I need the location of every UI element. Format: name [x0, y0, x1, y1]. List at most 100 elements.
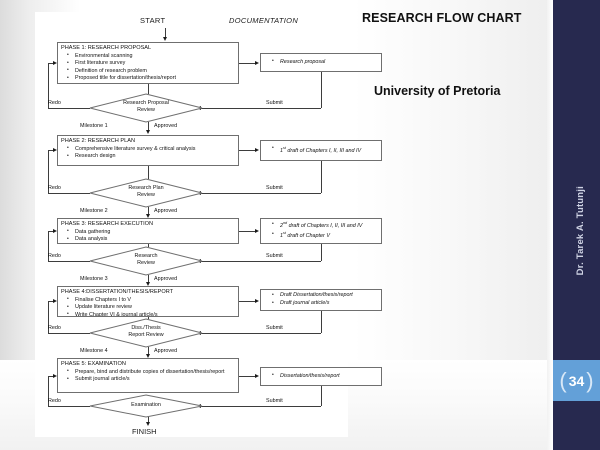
decision-diamond-3	[89, 246, 203, 276]
bracket-left: (	[559, 367, 567, 393]
flowchart: START DOCUMENTATION PHASE 1: RESEARCH PR…	[35, 12, 382, 437]
document-box-5: Dissertation/thesis/report	[260, 367, 382, 386]
connector-doc3-to-decision3	[201, 261, 321, 262]
connector-decision3-to-phase4	[148, 275, 149, 284]
milestone-label-4: Milestone 4	[80, 348, 108, 354]
connector-doc4-to-decision4	[201, 333, 321, 334]
arrowhead-decision2-to-phase3	[145, 214, 150, 218]
document-item: Dissertation/thesis/report	[264, 372, 378, 380]
decision-label-3: Research Review	[134, 253, 158, 266]
arrowhead-start-to-phase1	[162, 37, 167, 41]
decision-diamond-5	[89, 394, 203, 418]
arrowhead-redo1	[53, 60, 57, 65]
phase-box-5: PHASE 5: EXAMINATION Prepare, bind and d…	[57, 358, 239, 393]
decision-diamond-1	[89, 93, 203, 123]
edge-label-approved-3: Approved	[154, 276, 178, 282]
document-item: Research proposal	[264, 58, 378, 66]
connector-doc5-to-decision5	[201, 406, 321, 407]
connector-decision2-to-phase3	[148, 207, 149, 216]
phase-item: Definition of research problem	[61, 67, 235, 75]
arrowhead-decision1-to-phase2	[145, 130, 150, 134]
document-item: Draft Dissertation/thesis/report	[264, 292, 378, 299]
arrowhead-to-finish	[145, 422, 150, 426]
milestone-label-1: Milestone 1	[80, 123, 108, 129]
phase-title-5: PHASE 5: EXAMINATION	[61, 361, 126, 367]
flowchart-panel: START DOCUMENTATION PHASE 1: RESEARCH PR…	[35, 12, 382, 437]
edge-label-redo-2: Redo	[48, 185, 61, 191]
column-header-documentation: DOCUMENTATION	[229, 16, 299, 25]
document-item: 1st draft of Chapters I, II, III and IV	[264, 145, 378, 155]
decision-label-2: Research Plan Review	[128, 185, 164, 198]
decision-label-5: Examination	[131, 402, 161, 408]
edge-label-redo-4: Redo	[48, 325, 61, 331]
connector-redo5-v	[48, 376, 49, 406]
arrowhead-redo2	[53, 147, 57, 152]
phase-item: Research design	[61, 153, 235, 160]
connector-redo1-h	[48, 108, 90, 109]
page-subtitle: University of Pretoria	[374, 84, 501, 98]
decision-diamond-2	[89, 178, 203, 208]
terminator-finish: FINISH	[132, 427, 157, 436]
connector-doc1-down	[321, 72, 322, 108]
arrowhead-redo3	[53, 228, 57, 233]
edge-label-redo-3: Redo	[48, 253, 61, 259]
page-number-badge: ( 34 )	[553, 360, 600, 401]
connector-decision5-to-finish	[148, 417, 149, 424]
sidebar-gap	[547, 0, 553, 450]
arrowhead-phase2-to-doc2	[255, 147, 259, 152]
phase-item: Proposed title for dissertation/thesis/r…	[61, 75, 235, 82]
arrowhead-phase3-to-doc3	[255, 228, 259, 233]
connector-redo2-h	[48, 193, 90, 194]
edge-label-submit-4: Submit	[266, 325, 283, 331]
connector-start-to-phase1	[165, 28, 166, 38]
connector-decision1-to-phase2	[148, 122, 149, 132]
arrowhead-decision4-to-phase5	[145, 354, 150, 358]
phase-title-2: PHASE 2: RESEARCH PLAN	[61, 138, 135, 144]
document-box-2: 1st draft of Chapters I, II, III and IV	[260, 140, 382, 161]
arrowhead-redo4	[53, 298, 57, 303]
edge-label-approved-1: Approved	[154, 123, 178, 129]
author-name: Dr. Tarek A. Tutunji	[575, 186, 586, 276]
connector-phase3-to-decision3	[148, 244, 149, 247]
document-item: 1st draft of Chapter V	[264, 230, 378, 240]
connector-doc1-to-decision1	[201, 108, 321, 109]
phase-box-1: PHASE 1: RESEARCH PROPOSAL Environmental…	[57, 42, 239, 84]
phase-item: First literature survey	[61, 60, 235, 67]
connector-phase4-to-doc4	[239, 301, 256, 302]
connector-phase4-to-decision4	[148, 317, 149, 319]
phase-item: Data analysis	[61, 236, 235, 243]
page-number: 34	[568, 372, 585, 389]
decision-label-4: Diss./Thesis Report Review	[128, 325, 164, 338]
connector-phase1-to-doc1	[239, 63, 256, 64]
phase-item: Comprehensive literature survey & critic…	[61, 145, 235, 153]
connector-redo5-h	[48, 406, 90, 407]
phase-item: Submit journal article/s	[61, 376, 235, 383]
connector-redo1-back	[48, 63, 54, 64]
connector-doc2-down	[321, 161, 322, 193]
connector-redo1-v	[48, 63, 49, 108]
decision-label-1: Research Proposal Review	[123, 100, 169, 113]
phase-title-3: PHASE 3: RESEARCH EXECUTION	[61, 221, 154, 227]
phase-item: Update literature review	[61, 304, 235, 311]
connector-phase3-to-doc3	[239, 231, 256, 232]
connector-redo2-v	[48, 150, 49, 193]
document-box-3: 2nd draft of Chapters I, II, III and IV …	[260, 218, 382, 244]
phase-item: Prepare, bind and distribute copies of d…	[61, 368, 235, 376]
document-item: Draft journal article/s	[264, 299, 378, 307]
bracket-right: )	[586, 367, 594, 393]
phase-item: Environmental scanning	[61, 52, 235, 60]
phase-item: Write Chapter VI & journal article/s	[61, 311, 235, 316]
edge-label-submit-3: Submit	[266, 253, 283, 259]
document-item: 2nd draft of Chapters I, II, III and IV	[264, 221, 378, 230]
connector-doc2-to-decision2	[201, 193, 321, 194]
arrowhead-phase1-to-doc1	[255, 60, 259, 65]
milestone-label-2: Milestone 2	[80, 208, 108, 214]
phase-title-1: PHASE 1: RESEARCH PROPOSAL	[61, 45, 152, 51]
connector-redo4-v	[48, 301, 49, 333]
connector-redo5-back	[48, 376, 54, 377]
edge-label-redo-1: Redo	[48, 100, 61, 106]
phase-box-4: PHASE 4:DISSERTATION/THESIS/REPORT Final…	[57, 286, 239, 317]
connector-redo3-back	[48, 231, 54, 232]
connector-redo4-h	[48, 333, 90, 334]
